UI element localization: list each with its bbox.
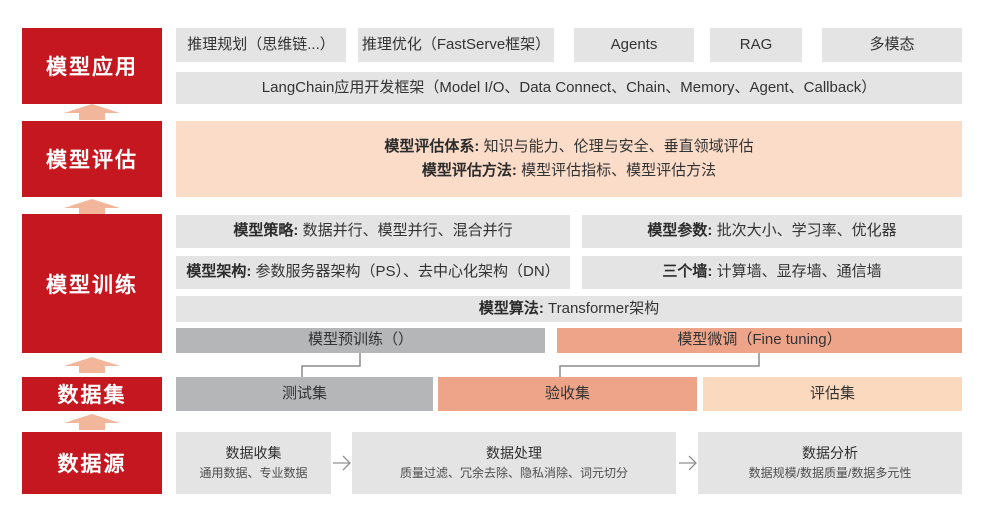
app-langchain-framework: LangChain应用开发框架（Model I/O、Data Connect、C… bbox=[176, 72, 962, 104]
app-agents: Agents bbox=[574, 28, 694, 62]
evaluation-line1: 模型评估体系: 知识与能力、伦理与安全、垂直领域评估 bbox=[384, 137, 754, 155]
stage-model-evaluation: 模型评估 bbox=[22, 121, 162, 197]
training-architecture: 模型架构: 参数服务器架构（PS）、去中心化架构（DN） bbox=[176, 256, 570, 289]
stage-label: 模型应用 bbox=[46, 56, 138, 79]
app-inference-optimization: 推理优化（FastServe框架） bbox=[358, 28, 554, 62]
right-arrow-icon bbox=[679, 455, 697, 471]
training-pretrain: 模型预训练（） bbox=[176, 328, 545, 353]
stage-label: 数据集 bbox=[57, 384, 127, 407]
training-algorithm: 模型算法: Transformer架构 bbox=[176, 296, 962, 322]
training-parameters: 模型参数: 批次大小、学习率、优化器 bbox=[582, 215, 962, 248]
stage-model-training: 模型训练 bbox=[22, 214, 162, 353]
stage-label: 模型评估 bbox=[46, 149, 138, 172]
evaluation-box: 模型评估体系: 知识与能力、伦理与安全、垂直领域评估 模型评估方法: 模型评估指… bbox=[176, 121, 962, 197]
up-arrow-icon bbox=[64, 104, 120, 120]
app-multimodal: 多模态 bbox=[822, 28, 962, 62]
dataset-acceptance-set: 验收集 bbox=[438, 377, 697, 411]
stage-dataset: 数据集 bbox=[22, 377, 162, 411]
source-data-analyze: 数据分析 数据规模/数据质量/数据多元性 bbox=[698, 432, 962, 494]
app-reasoning-planning: 推理规划（思维链...） bbox=[176, 28, 346, 62]
training-finetune: 模型微调（Fine tuning） bbox=[557, 328, 962, 353]
app-rag: RAG bbox=[710, 28, 802, 62]
training-three-walls: 三个墙: 计算墙、显存墙、通信墙 bbox=[582, 256, 962, 289]
right-arrow-icon bbox=[333, 455, 351, 471]
source-data-collect: 数据收集 通用数据、专业数据 bbox=[176, 432, 331, 494]
training-strategy: 模型策略: 数据并行、模型并行、混合并行 bbox=[176, 215, 570, 248]
evaluation-line2: 模型评估方法: 模型评估指标、模型评估方法 bbox=[421, 161, 717, 179]
up-arrow-icon bbox=[64, 199, 120, 215]
stage-label: 模型训练 bbox=[46, 273, 138, 297]
up-arrow-icon bbox=[64, 357, 120, 373]
dataset-evaluation-set: 评估集 bbox=[703, 377, 962, 411]
stage-data-source: 数据源 bbox=[22, 432, 162, 494]
up-arrow-icon bbox=[64, 414, 120, 430]
source-data-process: 数据处理 质量过滤、冗余去除、隐私消除、词元切分 bbox=[352, 432, 676, 494]
stage-model-application: 模型应用 bbox=[22, 28, 162, 104]
dataset-test-set: 测试集 bbox=[176, 377, 433, 411]
pretrain-to-testset-connector bbox=[301, 353, 361, 377]
stage-label: 数据源 bbox=[57, 453, 127, 476]
finetune-to-acceptance-connector bbox=[559, 353, 760, 377]
